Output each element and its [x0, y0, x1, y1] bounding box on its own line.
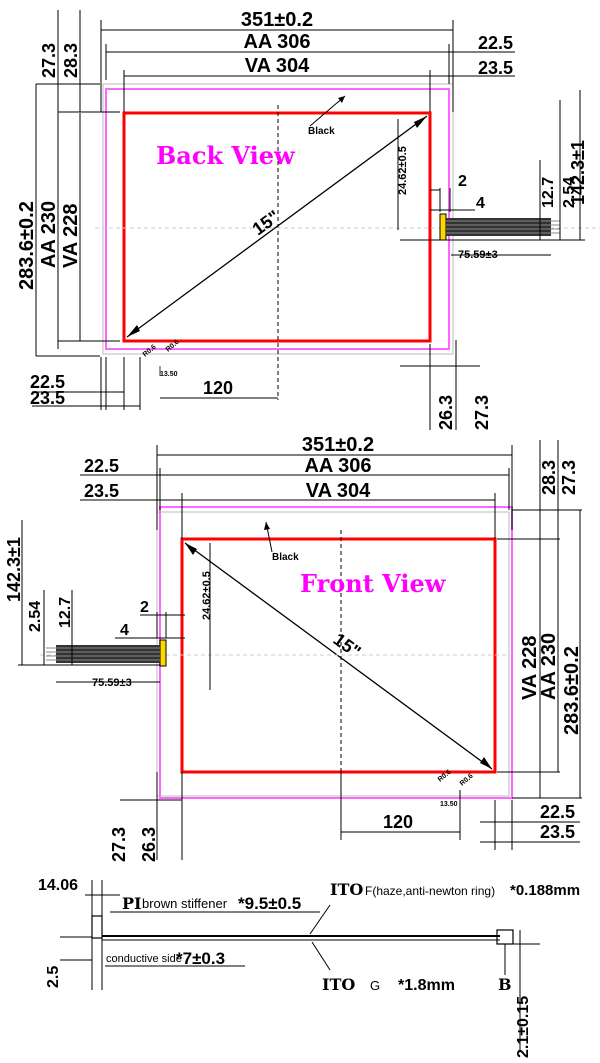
section-itof-prefix: ITO — [330, 880, 363, 899]
back-fpc-tail — [446, 218, 560, 236]
front-bot235-label: 23.5 — [540, 822, 575, 842]
back-bot225-label: 22.5 — [30, 372, 65, 392]
section-pi-text: brown stiffener — [142, 896, 228, 911]
back-outline-label: 351±0.2 — [241, 9, 313, 31]
front-fpc-tail — [46, 645, 160, 663]
back-aa-left-label: 22.5 — [478, 33, 513, 53]
front-tail4-label: 4 — [120, 622, 129, 639]
section-conductive-text: conductive side — [106, 953, 182, 965]
back-aah-label: AA 230 — [38, 201, 60, 268]
back-diagonal-arrow-a — [127, 325, 140, 337]
back-top28-label: 28.3 — [61, 43, 81, 78]
section-conductive-value: *7±0.3 — [176, 949, 225, 968]
section-stiffener — [91, 915, 103, 939]
front-bot263-label: 26.3 — [139, 827, 159, 862]
back-va-label: VA 304 — [245, 55, 310, 77]
back-view-label: Back View — [156, 141, 296, 170]
front-va-label: VA 304 — [306, 480, 371, 502]
back-bot263-label: 26.3 — [436, 395, 456, 430]
back-diagonal-arrow-b — [414, 116, 427, 128]
front-tail254-label: 2.54 — [27, 601, 44, 632]
front-view-label: Front View — [300, 569, 447, 598]
back-fpc-connector — [439, 213, 447, 241]
front-corner-w: 13.50 — [440, 801, 458, 808]
front-color-label: Black — [272, 552, 299, 563]
back-tail2-label: 2 — [458, 173, 467, 190]
front-diagonal-arrow-a — [185, 543, 197, 555]
front-view: 351±0.2 AA 306 VA 304 22.5 23.5 28.3 27.… — [4, 434, 583, 862]
back-taillen-label: 75.59±3 — [458, 249, 498, 261]
front-tail127-label: 12.7 — [57, 597, 74, 628]
back-diagonal-line — [126, 115, 428, 338]
front-aa-rect — [159, 506, 513, 799]
back-aa-label: AA 306 — [243, 31, 310, 53]
back-vah-label: VA 228 — [60, 204, 82, 268]
section-itog-value: *1.8mm — [398, 977, 455, 994]
section-itof-value: *0.188mm — [510, 882, 580, 899]
front-corner-b: R0.6 — [459, 773, 475, 788]
front-tail-offset-label: 24.62±0.5 — [201, 571, 213, 620]
section-21-label: 2.1±0.15 — [515, 996, 532, 1058]
back-top27-label: 27.3 — [39, 43, 59, 78]
front-bot225-label: 22.5 — [540, 802, 575, 822]
section-b-label: B — [498, 975, 512, 994]
front-vah-label: VA 228 — [519, 636, 541, 700]
front-right283-label: 28.3 — [539, 460, 559, 495]
front-diagonal-arrow-b — [480, 757, 492, 769]
section-itog-g: G — [370, 978, 380, 993]
section-pi-prefix: PI — [122, 894, 142, 913]
back-bot120-label: 120 — [203, 378, 233, 398]
front-bot273-label: 27.3 — [109, 827, 129, 862]
front-tail142-label: 142.3±1 — [4, 537, 24, 602]
back-va-left-label: 23.5 — [478, 58, 513, 78]
back-corner-a: R0.6 — [142, 344, 158, 359]
back-corner-w: 13.50 — [160, 371, 178, 378]
back-view: 351±0.2 AA 306 VA 304 22.5 23.5 27.3 28.… — [16, 9, 600, 430]
front-va-left-label: 23.5 — [84, 481, 119, 501]
front-aah-label: AA 230 — [538, 633, 560, 700]
back-tail142-label: 142.3±1 — [568, 140, 588, 205]
back-tail254-label: 2.54 — [561, 177, 578, 208]
back-tail127-label: 12.7 — [540, 177, 557, 208]
front-bot120-label: 120 — [383, 812, 413, 832]
front-aa-label: AA 306 — [304, 455, 371, 477]
section-25-label: 2.5 — [45, 966, 62, 988]
back-bot273-label: 27.3 — [472, 395, 492, 430]
back-height-label: 283.6±0.2 — [16, 201, 38, 290]
back-color-label: Black — [308, 126, 335, 137]
front-right273-label: 27.3 — [559, 460, 579, 495]
front-tail2-label: 2 — [140, 599, 149, 616]
front-diagonal-line — [184, 542, 493, 770]
cross-section: 14.06 2.5 2.1±0.15 PI brown stiffener *9… — [38, 877, 580, 1058]
back-tail4-label: 4 — [476, 195, 485, 212]
front-fpc-connector — [159, 639, 167, 667]
section-itog-prefix: ITO — [322, 975, 355, 994]
section-itof-text: F(haze,anti-newton ring) — [365, 884, 495, 898]
back-va-rect — [122, 111, 432, 343]
front-height-label: 283.6±0.2 — [561, 646, 583, 735]
back-bot235-label: 23.5 — [30, 388, 65, 408]
front-diagonal-label: 15" — [330, 629, 365, 662]
front-aa-left-label: 22.5 — [84, 456, 119, 476]
section-pi-value: *9.5±0.5 — [238, 894, 301, 913]
front-taillen-label: 75.59±3 — [92, 677, 132, 689]
section-1406-label: 14.06 — [38, 877, 78, 894]
back-tail-offset-label: 24.62±0.5 — [397, 146, 409, 195]
front-outline-label: 351±0.2 — [302, 434, 374, 456]
